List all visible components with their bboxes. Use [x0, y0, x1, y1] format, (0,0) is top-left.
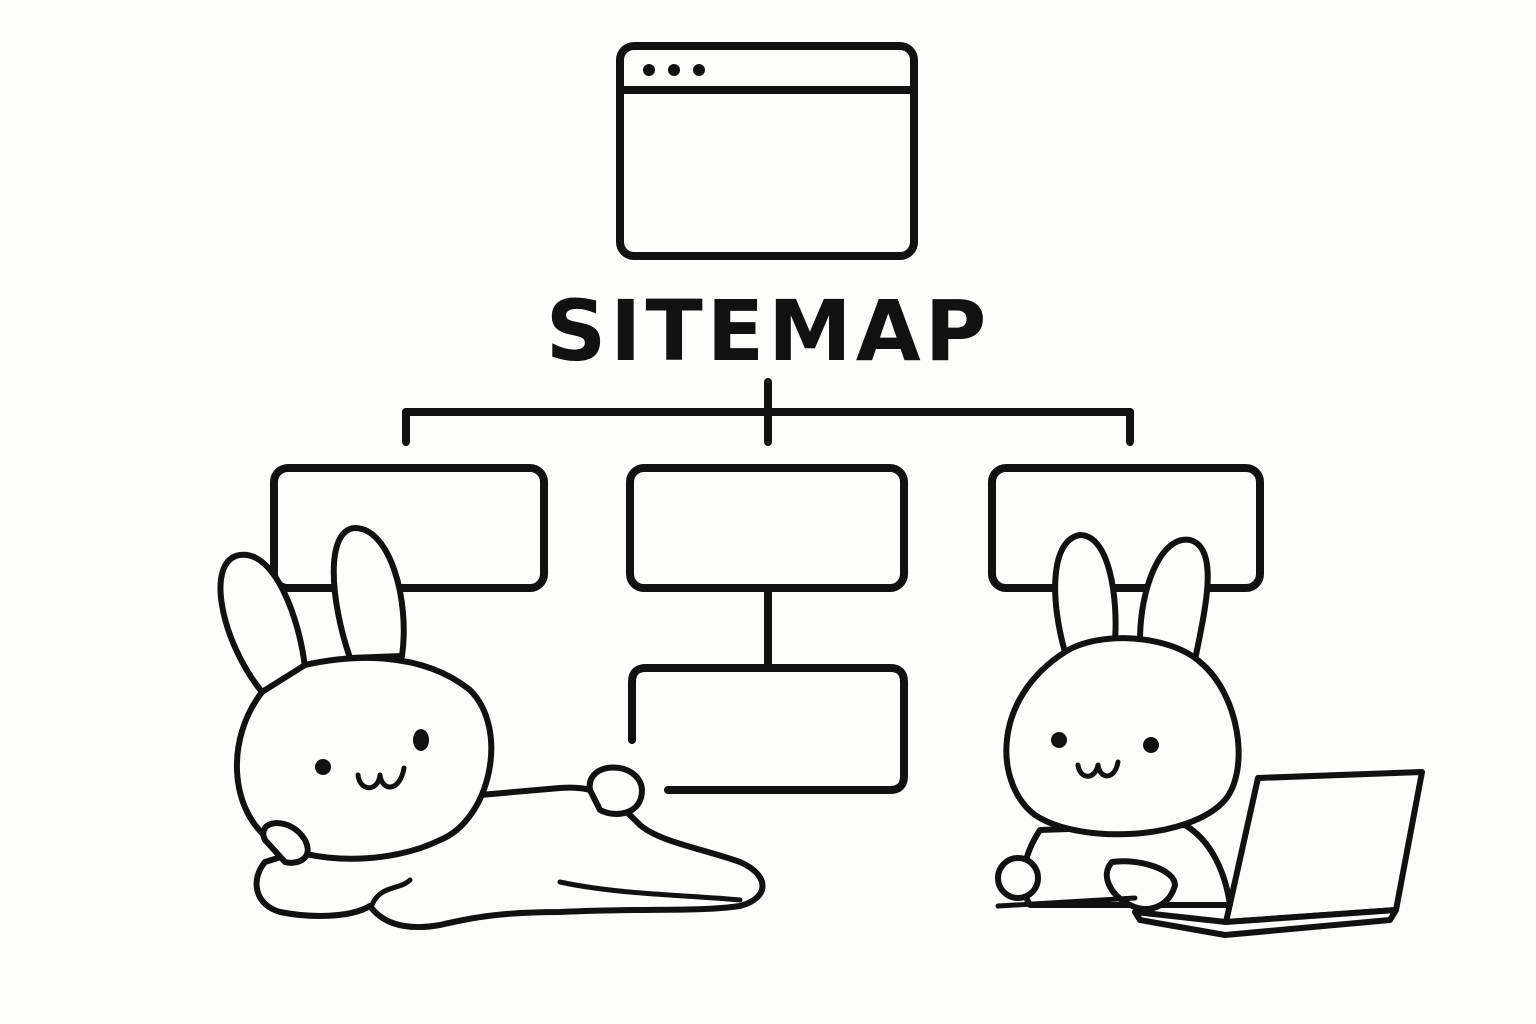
page-box-left [270, 464, 548, 592]
tree-connectors [402, 378, 1134, 670]
bunny-laptop-icon [995, 532, 1425, 938]
page-box-middle-child [628, 664, 908, 794]
diagram-title: SITEMAP [545, 282, 991, 380]
browser-window-icon [616, 42, 918, 260]
bunny-lying-icon [217, 525, 766, 931]
page-box-middle [626, 464, 908, 592]
page-box-right [988, 464, 1264, 592]
